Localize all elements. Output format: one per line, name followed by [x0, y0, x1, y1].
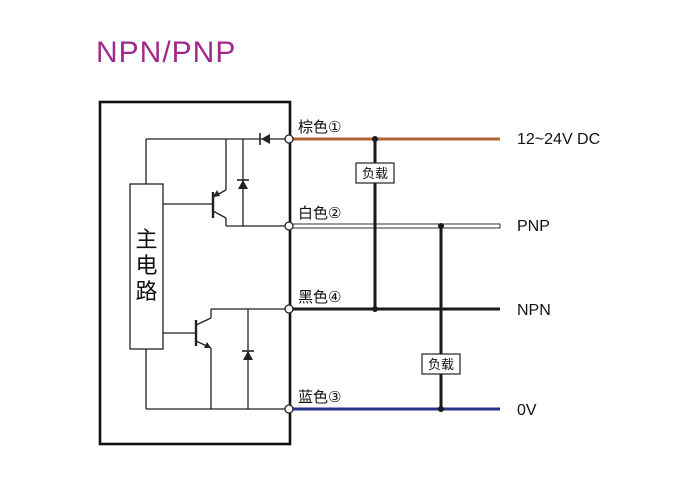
terminal-4 — [284, 304, 294, 314]
wire-label-blue: 蓝色③ — [298, 388, 341, 406]
main-circuit-block — [129, 183, 164, 350]
load-box-2 — [421, 353, 461, 375]
load-label-1: 负载 — [362, 167, 388, 182]
wire-label-black: 黑色④ — [298, 288, 341, 306]
output-label-npn: NPN — [517, 302, 551, 319]
main-circuit-char-2: 电 — [135, 254, 157, 279]
wire-label-white: 白色② — [298, 204, 341, 222]
main-circuit-char-3: 路 — [135, 280, 157, 305]
wire-label-brown: 棕色① — [298, 118, 341, 136]
sensor-housing — [98, 100, 292, 446]
output-label-supply: 12~24V DC — [517, 131, 600, 148]
terminal-1 — [284, 134, 294, 144]
main-circuit-char-1: 主 — [135, 228, 157, 253]
diagram-title: NPN/PNP — [96, 36, 237, 69]
load-box-1 — [355, 162, 395, 184]
load-label-2: 负载 — [428, 358, 454, 373]
wire-white — [288, 223, 501, 229]
output-label-pnp: PNP — [517, 218, 550, 235]
terminal-3 — [284, 404, 294, 414]
internal-wiring — [145, 133, 285, 410]
terminal-2 — [284, 221, 294, 231]
output-label-0v: 0V — [517, 402, 537, 419]
